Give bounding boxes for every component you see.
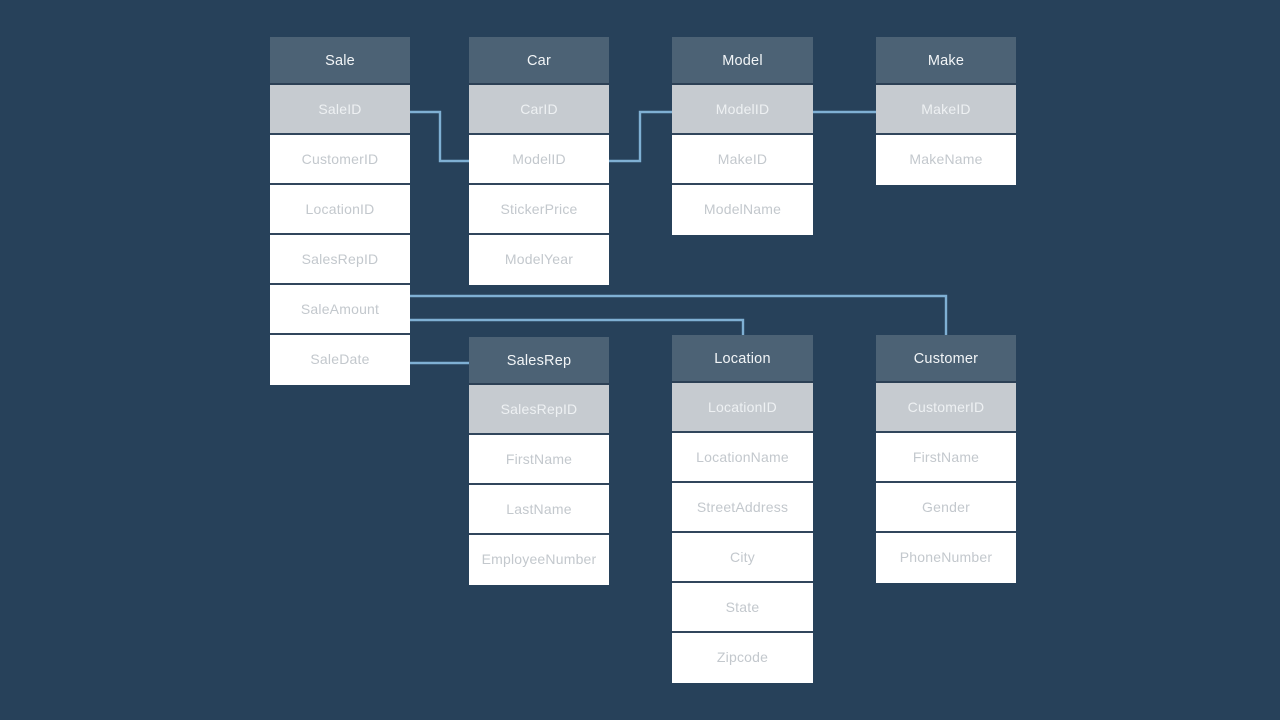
primary-key-field-locationid[interactable]: LocationID: [672, 383, 813, 433]
primary-key-field-saleid[interactable]: SaleID: [270, 85, 410, 135]
field-streetaddress[interactable]: StreetAddress: [672, 483, 813, 533]
field-locationname[interactable]: LocationName: [672, 433, 813, 483]
primary-key-field-makeid[interactable]: MakeID: [876, 85, 1016, 135]
field-modelid[interactable]: ModelID: [469, 135, 609, 185]
entity-title-sale: Sale: [270, 37, 410, 85]
field-makename[interactable]: MakeName: [876, 135, 1016, 185]
entity-title-car: Car: [469, 37, 609, 85]
field-city[interactable]: City: [672, 533, 813, 583]
field-customerid[interactable]: CustomerID: [270, 135, 410, 185]
relationship-line-sale-car: [410, 110, 469, 163]
field-gender[interactable]: Gender: [876, 483, 1016, 533]
entity-title-make: Make: [876, 37, 1016, 85]
field-state[interactable]: State: [672, 583, 813, 633]
field-firstname[interactable]: FirstName: [876, 433, 1016, 483]
primary-key-field-modelid[interactable]: ModelID: [672, 85, 813, 135]
field-stickerprice[interactable]: StickerPrice: [469, 185, 609, 235]
field-modelyear[interactable]: ModelYear: [469, 235, 609, 285]
field-lastname[interactable]: LastName: [469, 485, 609, 535]
field-saledate[interactable]: SaleDate: [270, 335, 410, 385]
entity-title-model: Model: [672, 37, 813, 85]
field-modelname[interactable]: ModelName: [672, 185, 813, 235]
field-firstname[interactable]: FirstName: [469, 435, 609, 485]
relationship-line-car-model: [609, 110, 672, 163]
entity-title-customer: Customer: [876, 335, 1016, 383]
entity-title-salesrep: SalesRep: [469, 337, 609, 385]
field-employeenumber[interactable]: EmployeeNumber: [469, 535, 609, 585]
relationship-line-sale-customer: [410, 294, 948, 335]
entity-title-location: Location: [672, 335, 813, 383]
field-zipcode[interactable]: Zipcode: [672, 633, 813, 683]
primary-key-field-carid[interactable]: CarID: [469, 85, 609, 135]
field-saleamount[interactable]: SaleAmount: [270, 285, 410, 335]
relationship-line-sale-location: [410, 318, 745, 335]
primary-key-field-salesrepid[interactable]: SalesRepID: [469, 385, 609, 435]
field-salesrepid[interactable]: SalesRepID: [270, 235, 410, 285]
field-makeid[interactable]: MakeID: [672, 135, 813, 185]
primary-key-field-customerid[interactable]: CustomerID: [876, 383, 1016, 433]
field-phonenumber[interactable]: PhoneNumber: [876, 533, 1016, 583]
field-locationid[interactable]: LocationID: [270, 185, 410, 235]
